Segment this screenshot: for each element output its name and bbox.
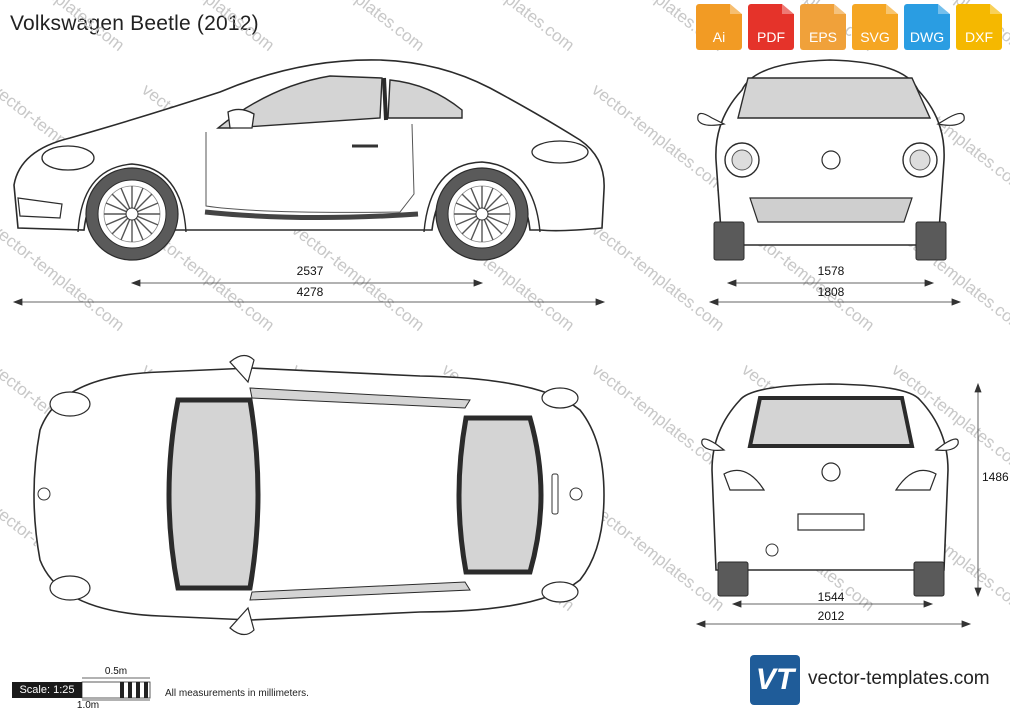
dim-rear-track: 1544 <box>817 590 845 604</box>
top-view <box>33 354 605 636</box>
front-dimension-lines <box>708 279 962 306</box>
format-label: DXF <box>965 29 993 45</box>
rear-dimension-lines <box>695 382 982 628</box>
scale-half-meter: 0.5m <box>104 666 128 677</box>
dim-height: 1486 <box>982 470 1009 484</box>
svg-file-icon[interactable]: SVG <box>852 4 898 50</box>
format-icons: Ai PDF EPS SVG DWG DXF <box>696 4 1002 50</box>
front-view <box>697 59 965 261</box>
scale-one-meter: 1.0m <box>76 700 100 711</box>
dxf-file-icon[interactable]: DXF <box>956 4 1002 50</box>
dim-length: 4278 <box>296 285 324 299</box>
scale-bar <box>81 677 151 701</box>
scale-label: Scale: 1:25 <box>12 682 82 698</box>
dim-width-front: 1808 <box>817 285 845 299</box>
format-label: EPS <box>808 29 837 45</box>
format-label: PDF <box>757 29 785 45</box>
format-label: Ai <box>712 29 726 45</box>
vt-logo[interactable]: VT <box>750 655 800 705</box>
side-view <box>13 59 605 261</box>
format-label: DWG <box>909 29 945 45</box>
format-label: SVG <box>860 29 890 45</box>
measurement-note: All measurements in millimeters. <box>165 688 309 699</box>
dim-front-track: 1578 <box>817 264 845 278</box>
side-dimension-lines <box>12 279 606 306</box>
dim-width-rear: 2012 <box>817 609 845 623</box>
page-title: Volkswagen Beetle (2012) <box>10 12 259 35</box>
ai-file-icon[interactable]: Ai <box>696 4 742 50</box>
dim-wheelbase: 2537 <box>296 264 324 278</box>
rear-view <box>701 383 959 597</box>
site-link[interactable]: vector-templates.com <box>808 668 990 689</box>
